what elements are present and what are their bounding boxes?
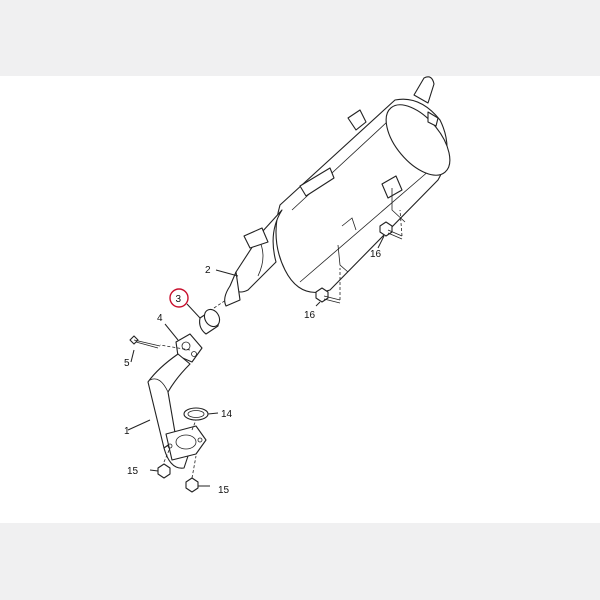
leader-lines — [127, 209, 403, 487]
callout-16-upper: 16 — [370, 249, 382, 260]
callout-5: 5 — [124, 358, 130, 369]
muffler — [224, 76, 451, 307]
diagram-sheet — [0, 76, 600, 523]
callout-2: 2 — [205, 265, 211, 276]
callout-1: 1 — [124, 426, 130, 437]
gasket-ring-part-14 — [183, 407, 209, 421]
exhaust-pipe-part-1 — [147, 353, 207, 469]
gasket-sleeve-part-3 — [199, 308, 221, 335]
callout-15-left: 15 — [127, 466, 139, 477]
callout-14: 14 — [221, 409, 233, 420]
bolt-part-16-upper — [379, 221, 403, 240]
callout-3-highlight-circle — [169, 288, 189, 308]
bolt-part-16-lower — [315, 287, 341, 304]
callout-3: 3 — [176, 294, 182, 305]
callout-16-lower: 16 — [304, 310, 316, 321]
callout-15-right: 15 — [218, 485, 230, 496]
joint-bracket-part-4 — [175, 333, 203, 363]
bolt-part-5 — [129, 335, 161, 349]
nut-part-15-right — [185, 477, 199, 493]
callout-4: 4 — [157, 313, 163, 324]
nut-part-15-left — [157, 463, 171, 479]
